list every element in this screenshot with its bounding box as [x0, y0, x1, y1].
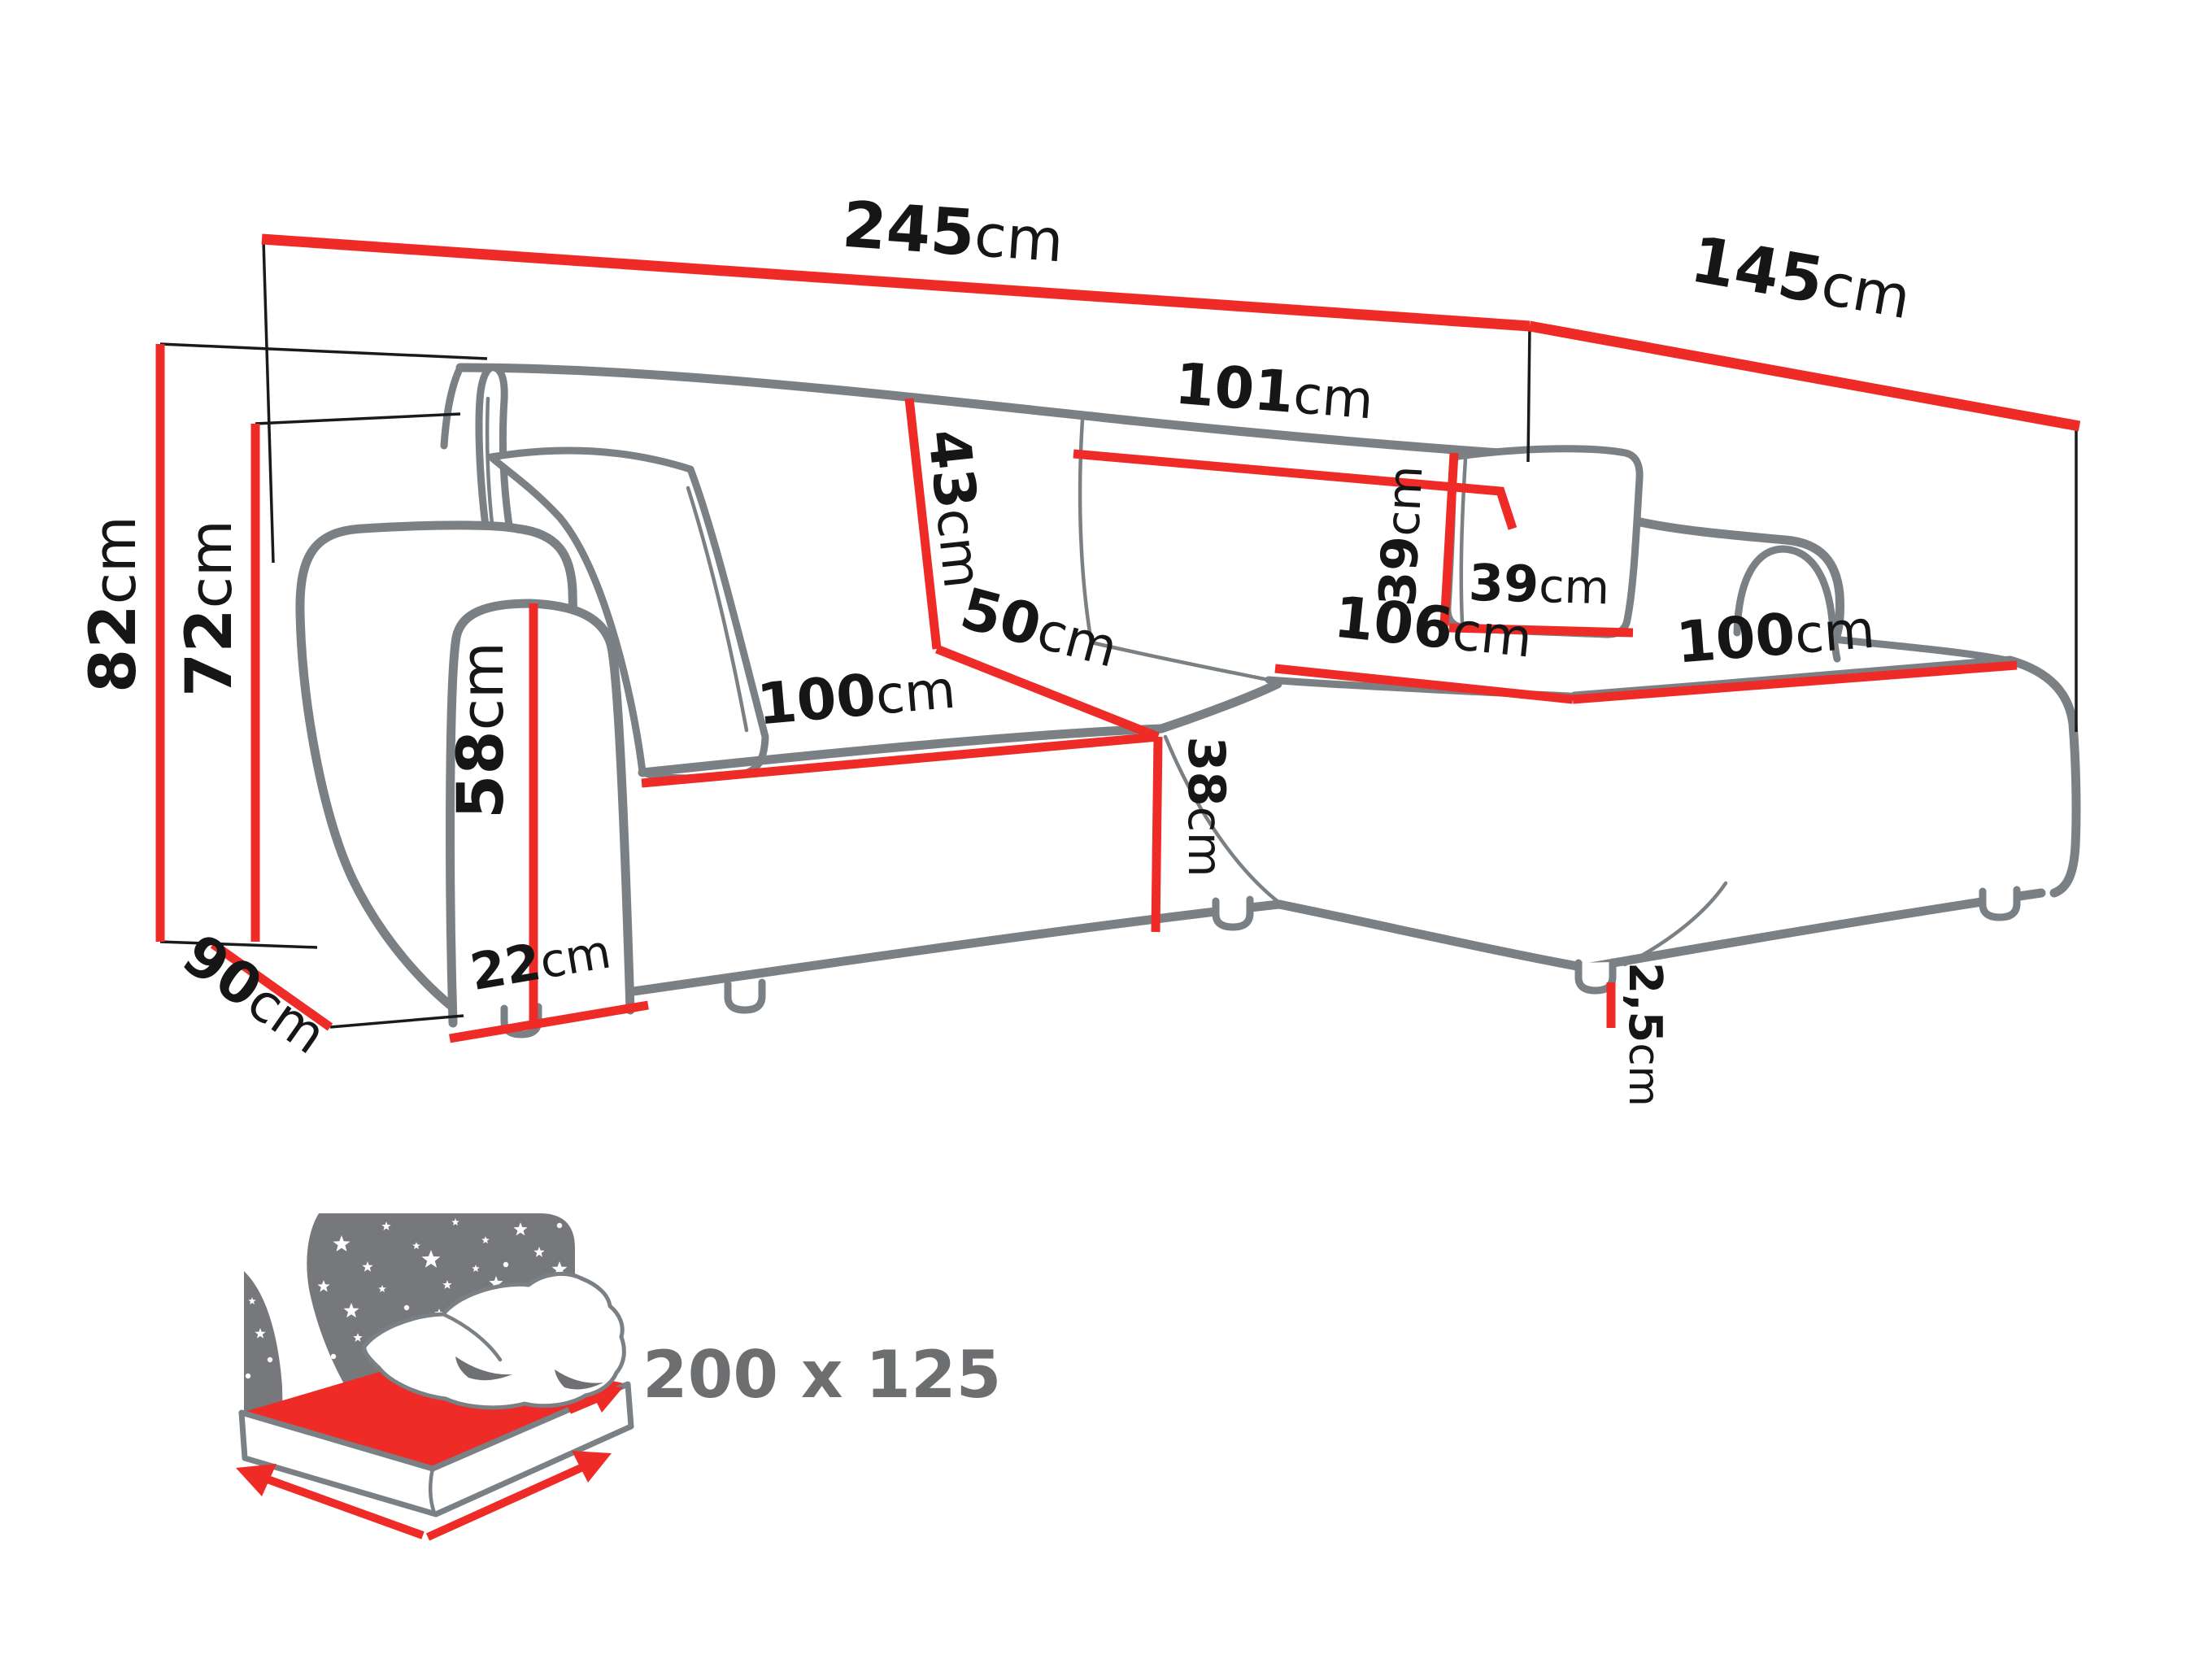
extension-line	[159, 940, 318, 949]
sofa-leg	[724, 978, 766, 1014]
star-icon	[381, 1221, 391, 1230]
right-pillow-crease	[1459, 456, 1468, 625]
extension-line	[1526, 325, 1531, 463]
dim-label-total-height: 82cm	[77, 516, 150, 693]
star-icon	[317, 1280, 330, 1292]
star-icon	[378, 1285, 386, 1292]
dim-label-total-width: 245cm	[840, 189, 1066, 277]
star-icon	[290, 1306, 299, 1315]
star-icon	[403, 1304, 410, 1311]
star-icon	[551, 1261, 568, 1277]
arrow-width-head	[236, 1464, 276, 1496]
sofa-leg	[1212, 895, 1254, 931]
dim-line-seat-height	[1151, 736, 1163, 933]
star-icon	[294, 1372, 302, 1379]
sofa-drawing	[295, 363, 2081, 1039]
right-arm-to-chaise-edge	[1829, 635, 2011, 664]
dim-line-seat-width-left	[641, 732, 1159, 788]
sofa-leg	[1574, 958, 1617, 995]
star-icon	[353, 1333, 363, 1342]
star-icon	[362, 1261, 373, 1272]
dim-line-total-depth	[1528, 320, 2081, 432]
star-icon	[556, 1222, 563, 1229]
star-icon	[451, 1218, 459, 1226]
dim-line-pillow-height	[1439, 452, 1459, 627]
dim-line-side-depth	[210, 940, 333, 1031]
star-icon	[248, 1297, 256, 1304]
dim-label-seat-width-left: 100cm	[755, 655, 958, 738]
dim-line-back-cushion-height	[904, 398, 942, 650]
extension-lines	[159, 240, 2078, 1029]
chaise-corner-seam	[1622, 881, 1728, 967]
star-icon	[245, 1373, 251, 1379]
star-icon	[513, 1222, 528, 1236]
dim-label-seat-height: 38cm	[1177, 736, 1236, 877]
right-armrest-outline	[1628, 516, 1844, 651]
sleeping-area-icon: 200 x 125	[236, 1213, 1001, 1541]
star-icon	[421, 1250, 441, 1268]
dim-line-armrest-width	[449, 1000, 649, 1043]
dim-line-backrest-width	[1073, 449, 1517, 530]
extension-line	[159, 342, 488, 360]
star-icon	[412, 1242, 420, 1249]
dim-label-total-depth: 145cm	[1686, 223, 1917, 333]
dim-label-side-depth: 90cm	[171, 921, 339, 1067]
sofa-leg	[1979, 886, 2021, 921]
duvet-fold	[441, 1312, 503, 1362]
star-icon	[503, 1261, 509, 1268]
star-icon	[472, 1265, 480, 1272]
star-icon	[481, 1236, 490, 1243]
arrow-length-head	[572, 1451, 612, 1483]
sofa-back-left-edge	[440, 364, 464, 450]
star-icon	[442, 1280, 452, 1289]
backrest-seam	[1078, 417, 1094, 645]
pillow-shadow-right	[555, 1369, 603, 1390]
dim-label-chaise-length: 100cm	[1674, 594, 1877, 677]
extension-line	[255, 412, 461, 425]
dim-line-pillow-width	[1448, 623, 1634, 638]
star-icon	[489, 1276, 503, 1290]
dim-line-corner-seat-depth	[934, 644, 1160, 742]
dimension-labels: 245cm 145cm 101cm 43cm 50cm 100cm 38cm 1…	[77, 189, 1916, 1107]
dim-line-total-width	[261, 233, 1531, 332]
dim-label-leg-height: 2,5cm	[1618, 962, 1671, 1107]
dim-label-armrest-width: 22cm	[466, 921, 615, 1003]
extension-line	[262, 240, 275, 564]
pillow-shadow-left	[455, 1356, 512, 1381]
dim-label-pillow-width: 39cm	[1468, 553, 1610, 616]
mattress-corner-seam	[429, 1466, 437, 1515]
chaise-bottom-edge	[1274, 888, 2046, 973]
chaise-back-bottom-seam	[1089, 640, 1271, 682]
star-icon	[330, 1353, 337, 1360]
dimension-lines	[155, 233, 2081, 1043]
star-icon	[255, 1328, 266, 1339]
arrow-width	[255, 1471, 425, 1539]
left-pillow-crease	[686, 486, 749, 733]
dim-label-backrest-width: 101cm	[1173, 351, 1376, 433]
star-icon	[298, 1258, 306, 1265]
mattress-arrows	[236, 1384, 623, 1541]
dim-label-pillow-height: 39cm	[1368, 464, 1435, 607]
night-sky-left-panel	[244, 1271, 283, 1425]
dim-label-armrest-height: 72cm	[173, 520, 246, 697]
arrow-length	[425, 1458, 596, 1541]
dim-label-armrest-front-height: 58cm	[445, 642, 518, 819]
seat-front-top-edge	[638, 679, 1282, 777]
star-icon	[267, 1356, 273, 1363]
chaise-left-seam	[1163, 734, 1282, 905]
extension-line	[329, 1014, 464, 1029]
star-icon	[533, 1247, 545, 1257]
dim-line-chaise-back-width	[1274, 664, 1574, 704]
star-icon	[307, 1331, 315, 1339]
star-icon	[343, 1303, 359, 1318]
star-icon	[333, 1235, 351, 1252]
dim-line-chaise-length	[1572, 660, 2018, 704]
star-icon	[283, 1349, 296, 1361]
dim-label-back-cushion-height: 43cm	[915, 426, 998, 591]
dim-label-chaise-back-width: 106cm	[1331, 584, 1535, 671]
sleeping-area-label: 200 x 125	[642, 1337, 1001, 1413]
sofa-legs	[500, 886, 2021, 1039]
